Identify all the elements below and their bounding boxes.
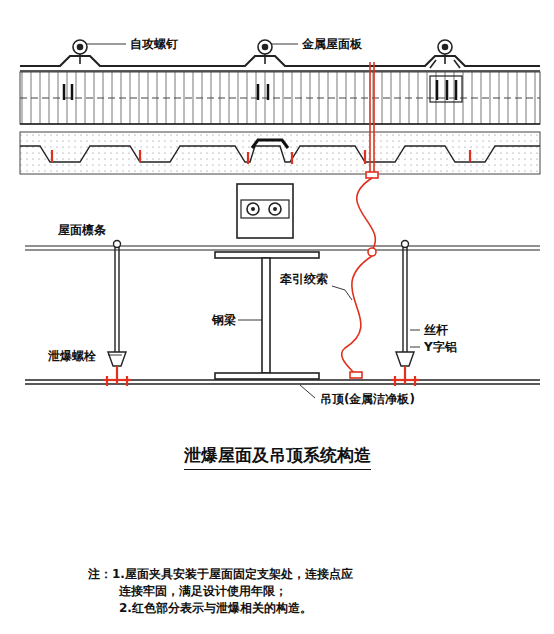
- part-label: 钢梁: [212, 313, 236, 327]
- part-label: 吊顶(金属洁净板): [320, 392, 415, 406]
- part-label: 牵引绞索: [280, 272, 328, 286]
- part-label: 丝杆: [424, 323, 448, 337]
- note-text: 连接牢固，满足设计使用年限；: [119, 584, 287, 598]
- part-label: 泄爆螺栓: [48, 349, 96, 363]
- diagram-title: 泄爆屋面及吊顶系统构造: [184, 444, 371, 470]
- note-text: 2.红色部分表示与泄爆相关的构造。: [119, 601, 312, 615]
- part-label: 屋面檩条: [58, 223, 106, 237]
- part-label: 自攻螺钉: [130, 37, 178, 51]
- note-text: 注：1.屋面夹具安装于屋面固定支架处，连接点应: [88, 567, 353, 581]
- part-label: 金属屋面板: [302, 37, 362, 51]
- part-label: Y字铝: [424, 340, 457, 354]
